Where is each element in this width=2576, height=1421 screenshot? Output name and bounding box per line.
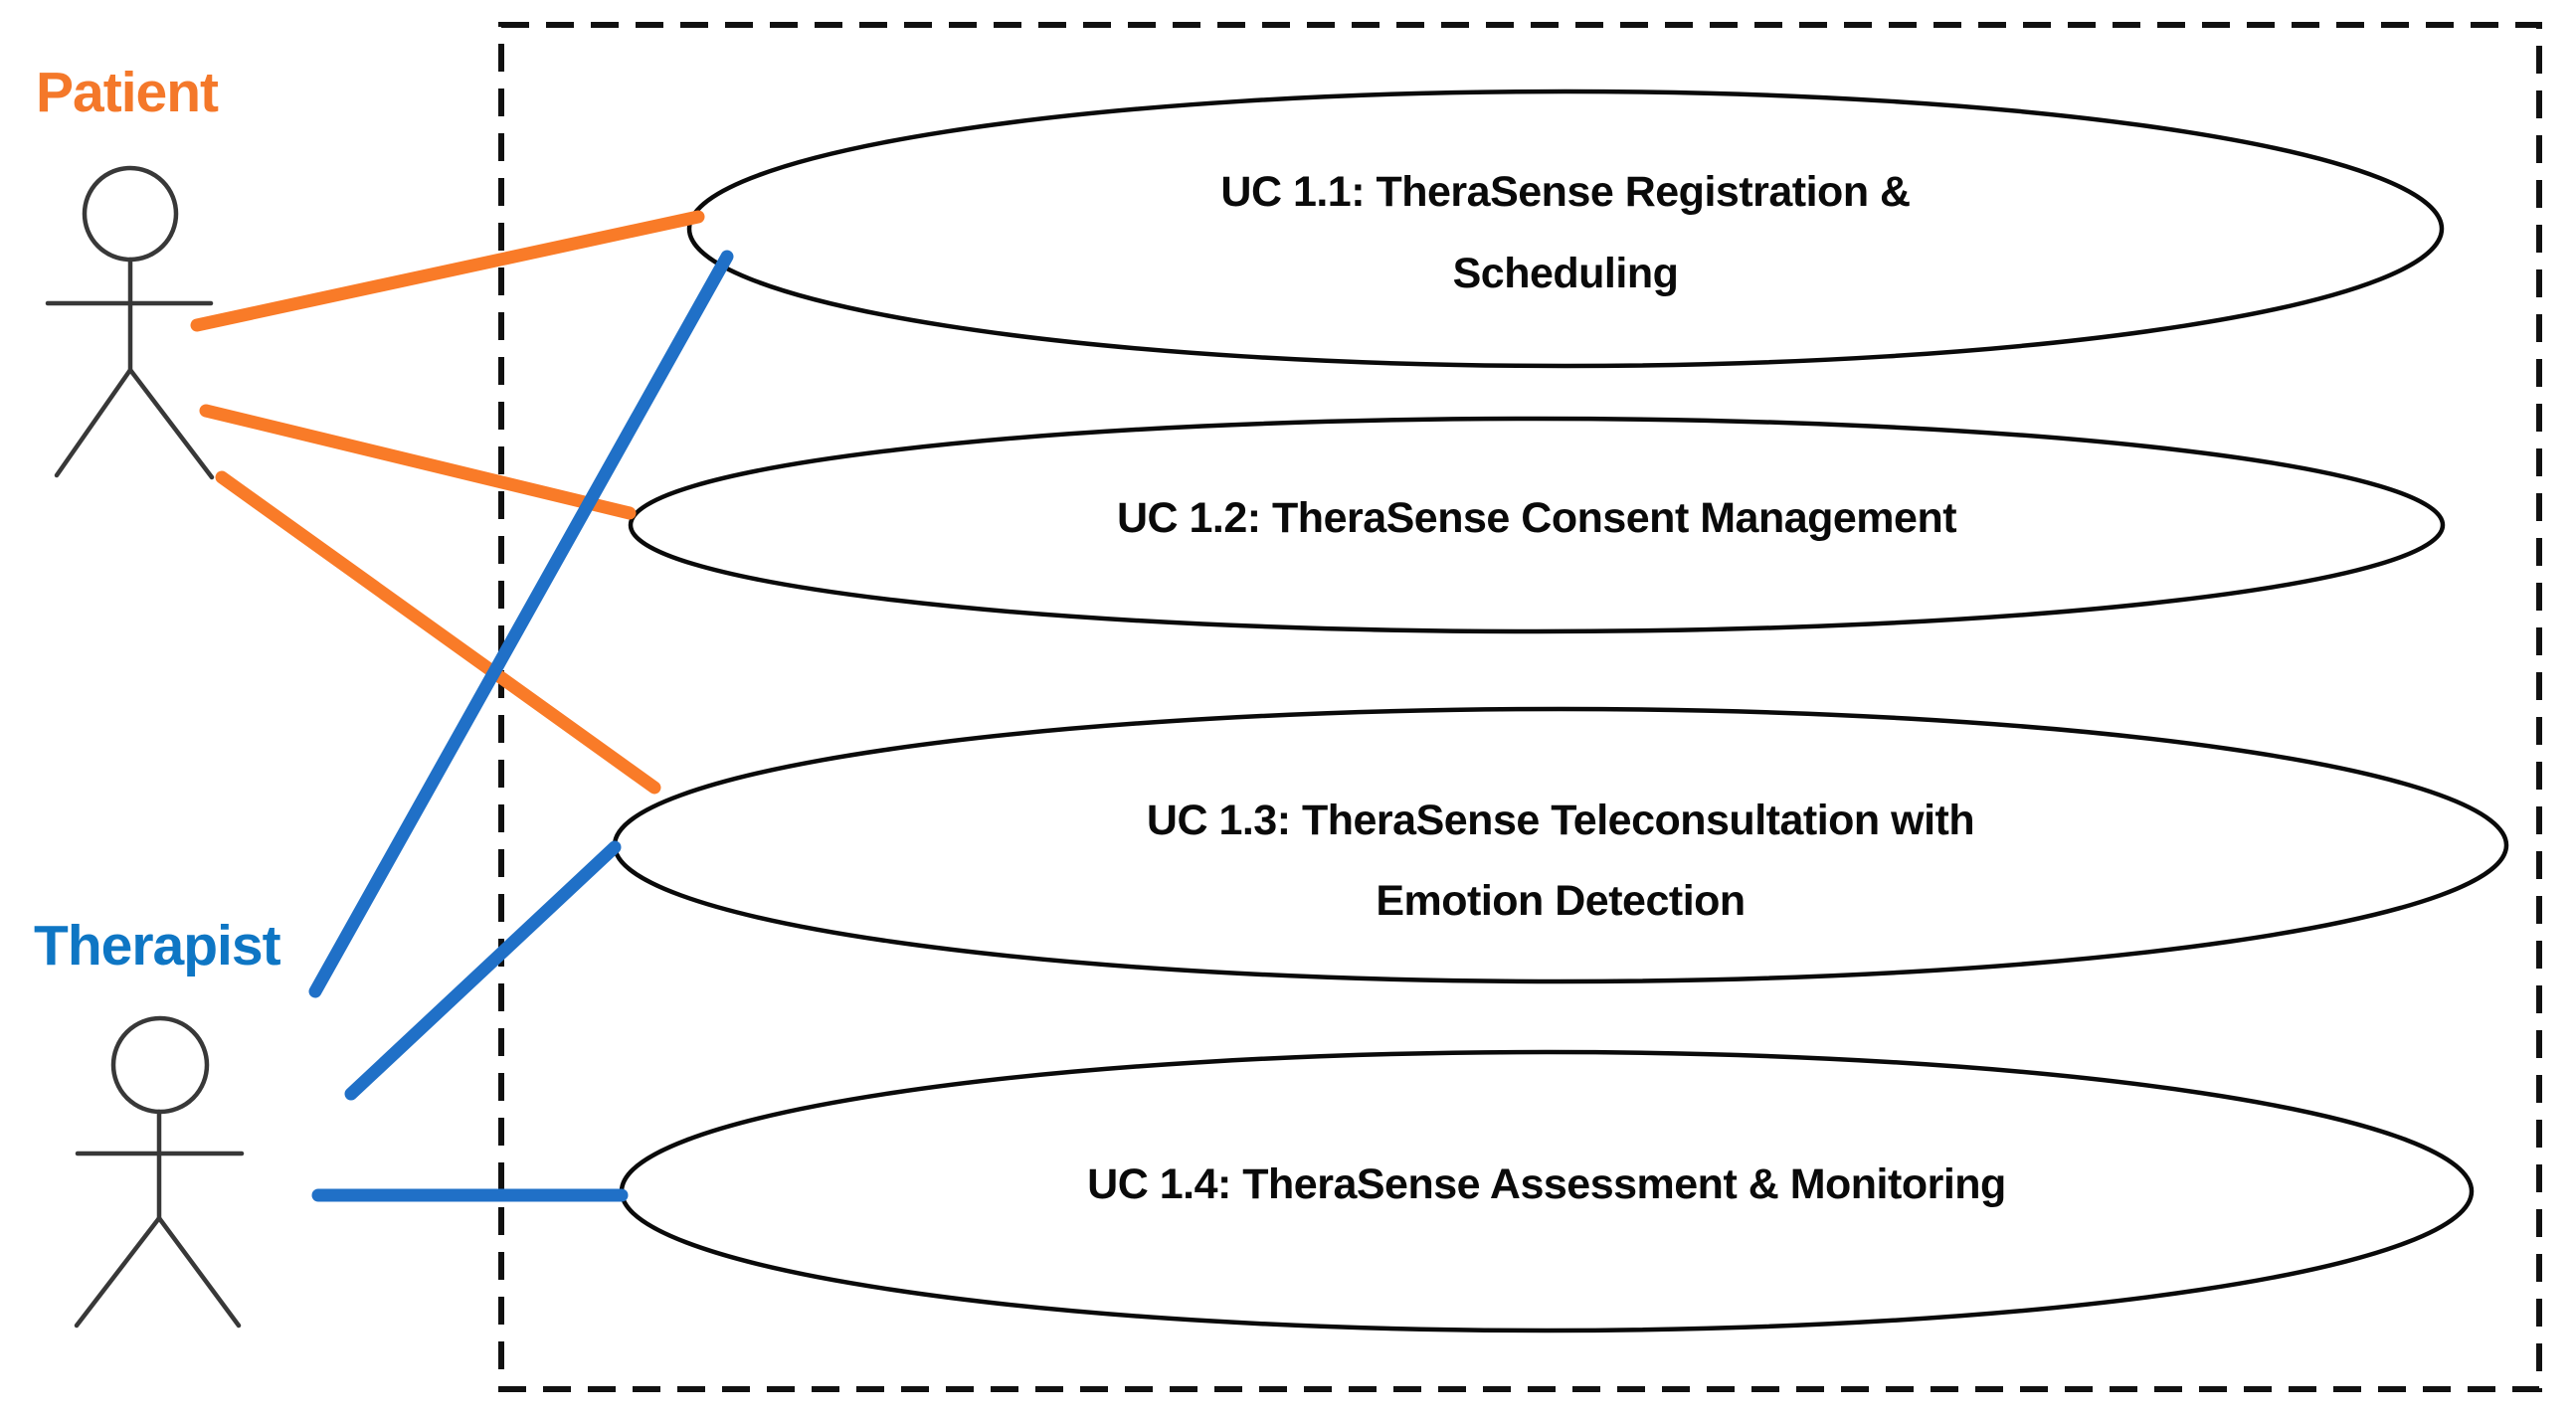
association-therapist-uc1-1 [308, 250, 734, 998]
association-patient-uc1-2 [199, 404, 637, 520]
therapist-stick-figure-right-leg [156, 1215, 242, 1329]
therapist-stick-figure-left-leg [74, 1215, 162, 1329]
usecase-label-uc1-3-line2: Emotion Detection [1376, 877, 1745, 925]
usecase-label-uc1-4: UC 1.4: TheraSense Assessment & Monitori… [1087, 1160, 2006, 1208]
usecase-ellipse-registration-scheduling [686, 89, 2445, 369]
therapist-stick-figure-head-icon [110, 1015, 210, 1115]
association-patient-uc1-3 [215, 470, 661, 795]
patient-stick-figure-left-leg [54, 367, 133, 478]
usecase-label-uc1-2: UC 1.2: TheraSense Consent Management [1117, 494, 1956, 542]
actor-therapist: Therapist [34, 914, 282, 1329]
patient-stick-figure-right-leg [127, 367, 215, 480]
usecase-ellipse-consent-management [628, 416, 2446, 634]
association-patient-uc1-1 [190, 210, 705, 332]
usecase-label-uc1-3-line1: UC 1.3: TheraSense Teleconsultation with [1147, 797, 1974, 844]
actor-patient-label: Patient [36, 61, 219, 124]
usecase-ellipse-teleconsultation [612, 706, 2509, 984]
actor-therapist-label: Therapist [34, 914, 281, 977]
association-therapist-uc1-3 [344, 840, 622, 1101]
patient-stick-figure-head-icon [82, 165, 179, 263]
usecase-label-uc1-1-line1: UC 1.1: TheraSense Registration & [1220, 168, 1910, 216]
actor-patient: Patient [36, 61, 220, 480]
usecase-label-uc1-1-line2: Scheduling [1453, 250, 1679, 297]
